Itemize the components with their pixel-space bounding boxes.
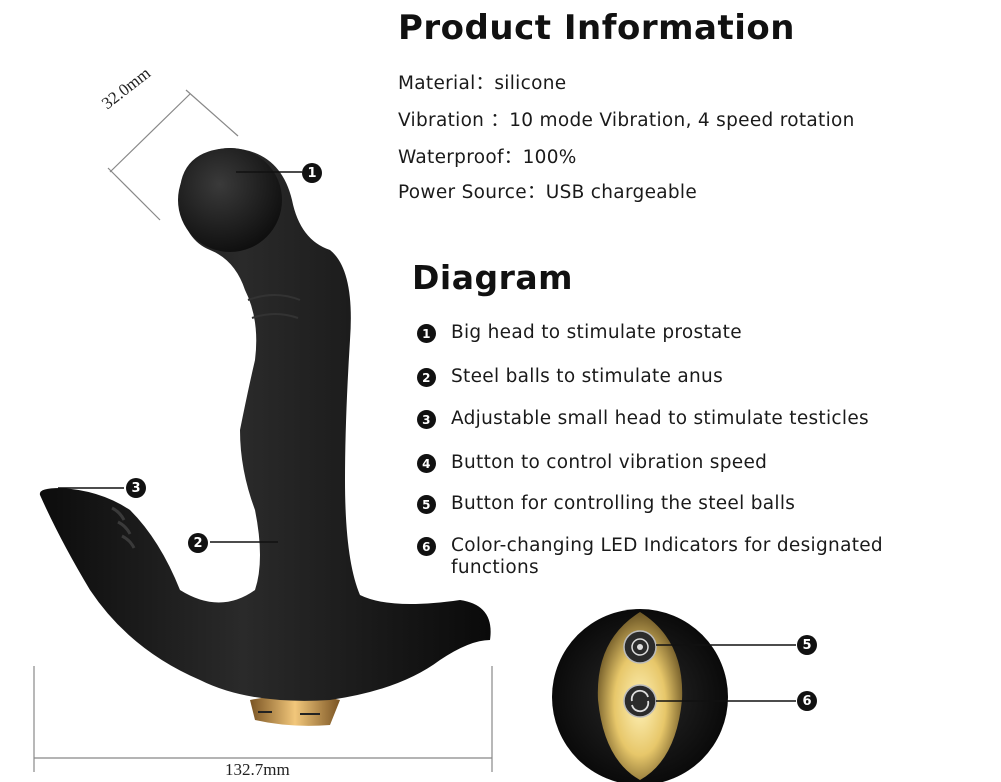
info-vibration: Vibration ：10 mode Vibration, 4 speed ro… <box>398 110 855 131</box>
info-material: Material：silicone <box>398 73 567 94</box>
product-body <box>39 148 491 701</box>
diagram-text: Steel balls to stimulate anus <box>451 366 724 387</box>
diagram-text: Button to control vibration speed <box>451 452 768 473</box>
diagram-number: 1 <box>417 324 436 343</box>
diagram-text: Adjustable small head to stimulate testi… <box>451 408 869 429</box>
diagram-text: Big head to stimulate prostate <box>451 322 742 343</box>
diagram-item-1: 1 Big head to stimulate prostate <box>417 322 957 344</box>
product-information-title: Product Information <box>398 8 795 48</box>
diagram-text: Color-changing LED Indicators for design… <box>451 535 883 578</box>
diagram-title: Diagram <box>412 258 574 297</box>
marker-3: 3 <box>126 478 146 498</box>
diagram-text: Button for controlling the steel balls <box>451 493 796 514</box>
marker-1: 1 <box>302 163 322 183</box>
diagram-item-5: 5 Button for controlling the steel balls <box>417 493 957 515</box>
head-dimension-line <box>107 89 239 221</box>
diagram-number: 5 <box>417 495 436 514</box>
diagram-item-3: 3 Adjustable small head to stimulate tes… <box>417 408 957 430</box>
marker-5: 5 <box>797 635 817 655</box>
info-waterproof: Waterproof：100% <box>398 147 577 168</box>
diagram-number: 3 <box>417 410 436 429</box>
diagram-item-6: 6 Color-changing LED Indicators for desi… <box>417 535 937 579</box>
led-inset <box>552 609 796 782</box>
diagram-number: 6 <box>417 537 436 556</box>
gold-base <box>250 695 340 726</box>
small-head-ridges <box>111 506 136 549</box>
marker-2: 2 <box>188 533 208 553</box>
width-dimension-line <box>33 666 493 772</box>
big-head <box>178 148 282 252</box>
info-power: Power Source：USB chargeable <box>398 182 698 203</box>
diagram-number: 2 <box>417 368 436 387</box>
width-dimension-label: 132.7mm <box>225 760 290 779</box>
body-ridges <box>247 294 301 319</box>
marker-6: 6 <box>797 691 817 711</box>
diagram-number: 4 <box>417 454 436 473</box>
diagram-item-2: 2 Steel balls to stimulate anus <box>417 366 957 388</box>
diagram-item-4: 4 Button to control vibration speed <box>417 452 957 474</box>
